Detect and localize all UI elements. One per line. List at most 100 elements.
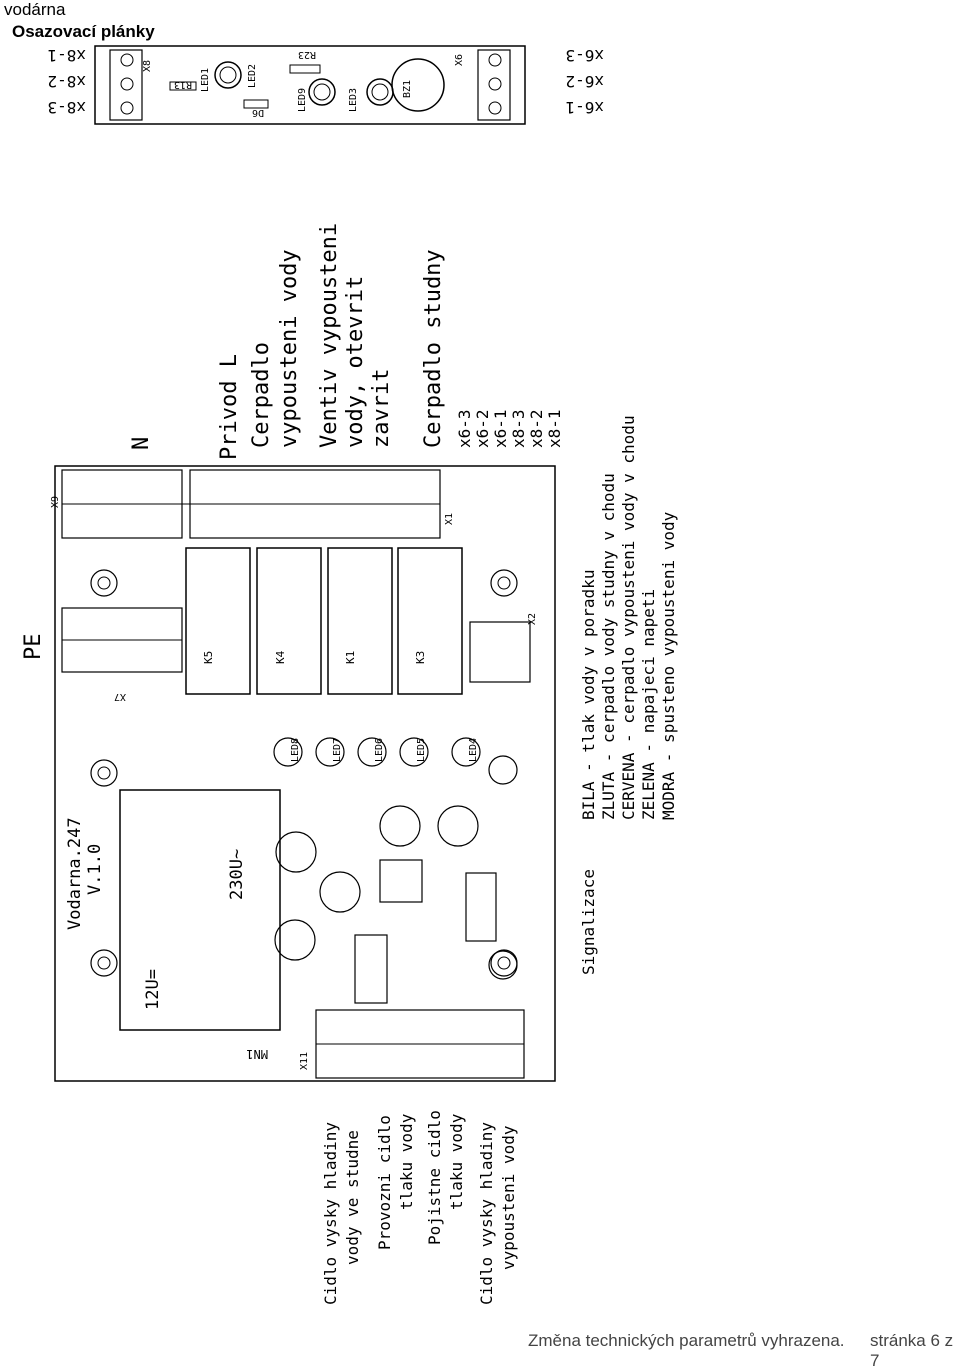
- led-label: LED6: [374, 738, 385, 762]
- relay-labels: K5 K4 K1 K3: [202, 650, 427, 664]
- led3-inner: [371, 83, 389, 101]
- signalizace-item: MODRA - spusteno vypousteni vody: [659, 511, 678, 820]
- main-board: [54, 465, 556, 1082]
- relay-label: K3: [414, 651, 427, 664]
- sensor-labels: Cidlo vysky hladiny vody ve studne Provo…: [321, 1110, 518, 1305]
- power-12v-label: 12U=: [143, 969, 163, 1010]
- capacitor-c6: [437, 805, 479, 847]
- label-vypousteni-vody: vypousteni vody: [277, 249, 302, 448]
- x6-screw-2: [488, 77, 502, 91]
- led9-inner: [313, 83, 331, 101]
- sensor-label: vody ve studne: [343, 1130, 362, 1265]
- x8-pin-labels: x8-1 x8-2 x8-3: [47, 46, 86, 117]
- component-label: LED9: [297, 88, 308, 112]
- x8-screw-1: [120, 53, 134, 67]
- led4-footprint: [451, 737, 481, 767]
- trimmer-r6: [274, 919, 316, 961]
- pin-label: x6-3: [455, 409, 474, 448]
- component-label: LED1: [200, 68, 211, 92]
- label-ventil: Ventiv vypousteni: [317, 223, 342, 448]
- connector-label: X9: [50, 496, 61, 508]
- relay-label: K5: [202, 651, 215, 664]
- board-name: Vodarna.247: [65, 817, 85, 930]
- signalizace-item: BILA - tlak vody v poradku: [579, 570, 598, 820]
- mounting-hole: [90, 569, 118, 597]
- x6-terminal: [477, 49, 511, 121]
- relay-label: K1: [344, 651, 357, 664]
- connector-labels: X9 X1 X7 X2 X11: [50, 496, 538, 1070]
- sensor-label: vypousteni vody: [499, 1125, 518, 1270]
- led-label: LED4: [468, 738, 479, 762]
- signalizace-item: ZLUTA - cerpadlo vody studny v chodu: [599, 473, 618, 820]
- led-label: LED5: [416, 738, 427, 762]
- signalizace-legend: Signalizace BILA - tlak vody v poradku Z…: [579, 415, 678, 975]
- component-label: LED2: [247, 64, 258, 88]
- footer-note: Změna technických parametrů vyhrazena.: [528, 1331, 845, 1350]
- led-label: LED7: [332, 738, 343, 762]
- mn1-power-module: [119, 789, 281, 1031]
- mounting-hole-inner: [97, 576, 111, 590]
- top-board-outline: [94, 45, 526, 125]
- x8-label: x8-1: [47, 46, 86, 65]
- r23-resistor: [289, 64, 321, 74]
- x8-terminal: [109, 49, 143, 121]
- signalizace-title: Signalizace: [579, 869, 598, 975]
- led8-footprint: [273, 737, 303, 767]
- pe-label: PE: [21, 634, 46, 661]
- x6-screw-3: [488, 101, 502, 115]
- power-230v-label: 230U~: [227, 849, 247, 900]
- led1-footprint: [214, 61, 242, 89]
- mounting-hole-inner: [97, 956, 111, 970]
- right-labels: N Privod L Cerpadlo vypousteni vody Vent…: [129, 223, 446, 460]
- capacitor-c8: [275, 831, 317, 873]
- connector-label: X7: [114, 691, 126, 702]
- component-label: X6: [454, 54, 465, 66]
- component-label: R23: [298, 49, 316, 60]
- signalizace-item: CERVENA - cerpadlo vypousteni vody v cho…: [619, 415, 638, 820]
- x6-screw-1: [488, 53, 502, 67]
- sensor-label: Provozni cidlo: [375, 1115, 394, 1250]
- relay-k5: [185, 547, 251, 695]
- mounting-hole: [90, 949, 118, 977]
- x6-label: x6-3: [565, 46, 604, 65]
- x8-screw-2: [120, 77, 134, 91]
- pin-label: x6-2: [473, 409, 492, 448]
- page-number: stránka 6 z 7: [870, 1331, 954, 1370]
- mounting-hole-inner: [497, 956, 511, 970]
- document-title: vodárna: [4, 0, 66, 19]
- mounting-hole-inner: [97, 766, 111, 780]
- sensor-label: Pojistne cidlo: [425, 1110, 444, 1245]
- led-labels: LED8 LED7 LED6 LED5 LED4: [290, 738, 479, 762]
- trimmer-r18: [379, 805, 421, 847]
- pin-label: x8-3: [509, 409, 528, 448]
- sensor-label: tlaku vody: [447, 1113, 466, 1210]
- sensor-label: Cidlo vysky hladiny: [321, 1122, 340, 1305]
- component-label: X8: [142, 60, 153, 72]
- document-subtitle: Osazovací plánky: [12, 22, 155, 41]
- ic2: [465, 872, 497, 942]
- label-otevrit: vody, otevrit: [343, 276, 368, 448]
- x6-label: x6-1: [565, 98, 604, 117]
- led-label: LED8: [290, 738, 301, 762]
- label-privod: Privod L: [217, 354, 242, 460]
- top-board-component-labels: X8 R13 LED1 LED2 D6 R23 LED9 LED3 BZ1 X6: [142, 49, 465, 118]
- led9-footprint: [308, 78, 336, 106]
- connector-label: X2: [527, 613, 538, 625]
- label-cerpadlo: Cerpadlo: [249, 342, 274, 448]
- component-label: BZ1: [402, 80, 413, 98]
- x8-label: x8-2: [47, 72, 86, 91]
- connector-label: X1: [444, 513, 455, 525]
- x6-pin-labels: x6-3 x6-2 x6-1: [565, 46, 604, 117]
- mounting-hole: [490, 569, 518, 597]
- d6-diode: [243, 99, 269, 109]
- relay-label: K4: [274, 650, 287, 664]
- capacitor-c4: [319, 871, 361, 913]
- led5-footprint: [399, 737, 429, 767]
- capacitor-c5: [488, 950, 518, 980]
- sensor-label: tlaku vody: [397, 1113, 416, 1210]
- relay-k1: [327, 547, 393, 695]
- label-zavrit: zavrit: [369, 369, 394, 448]
- led3-footprint: [366, 78, 394, 106]
- capacitor-c7: [488, 755, 518, 785]
